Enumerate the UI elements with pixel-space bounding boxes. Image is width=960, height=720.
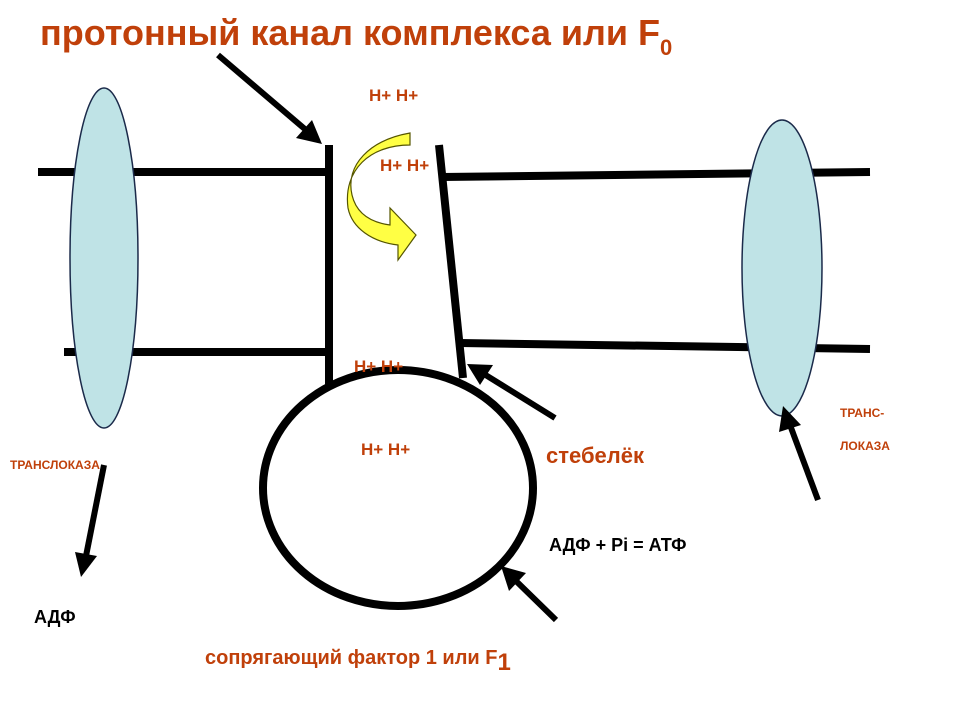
arrow-title-to-channel [216, 52, 322, 144]
proton-label-channel-lower: H+ H+ [354, 357, 404, 376]
stalk-label: стебелёк [546, 443, 645, 468]
f1-sphere [259, 366, 537, 610]
title-text: протонный канал комплекса или F [40, 12, 661, 53]
adp-label: АДФ [34, 607, 76, 627]
translocase-left-label: ТРАНСЛОКАЗА [10, 458, 100, 472]
translocase-left-ellipse [69, 87, 139, 429]
coupling-factor-label: сопрягающий фактор 1 или F1 [205, 647, 511, 677]
proton-label-channel-upper: H+ H+ [380, 156, 430, 175]
channel-wall-right [435, 144, 467, 379]
arrow-stalk [467, 364, 557, 421]
coupling-factor-text: сопрягающий фактор 1 или F [205, 647, 498, 669]
title-subscript: 0 [660, 35, 673, 60]
reaction-label: АДФ + Pi = АТФ [549, 535, 687, 555]
arrow-left-translocase-to-adp [75, 464, 107, 577]
arrow-coupling-factor [501, 566, 559, 623]
translocase-right-ellipse [741, 119, 823, 417]
rotation-arrow-icon [346, 132, 417, 262]
translocase-right-label-line2: ЛОКАЗА [840, 439, 890, 453]
translocase-right-label-line1: ТРАНС- [840, 406, 885, 420]
proton-label-top: H+ H+ [369, 86, 419, 105]
proton-label-inside-sphere: H+ H+ [361, 440, 411, 459]
diagram-title: протонный канал комплекса или F0 [40, 12, 672, 61]
coupling-factor-subscript: 1 [497, 649, 511, 676]
arrow-right-translocase [779, 406, 821, 502]
